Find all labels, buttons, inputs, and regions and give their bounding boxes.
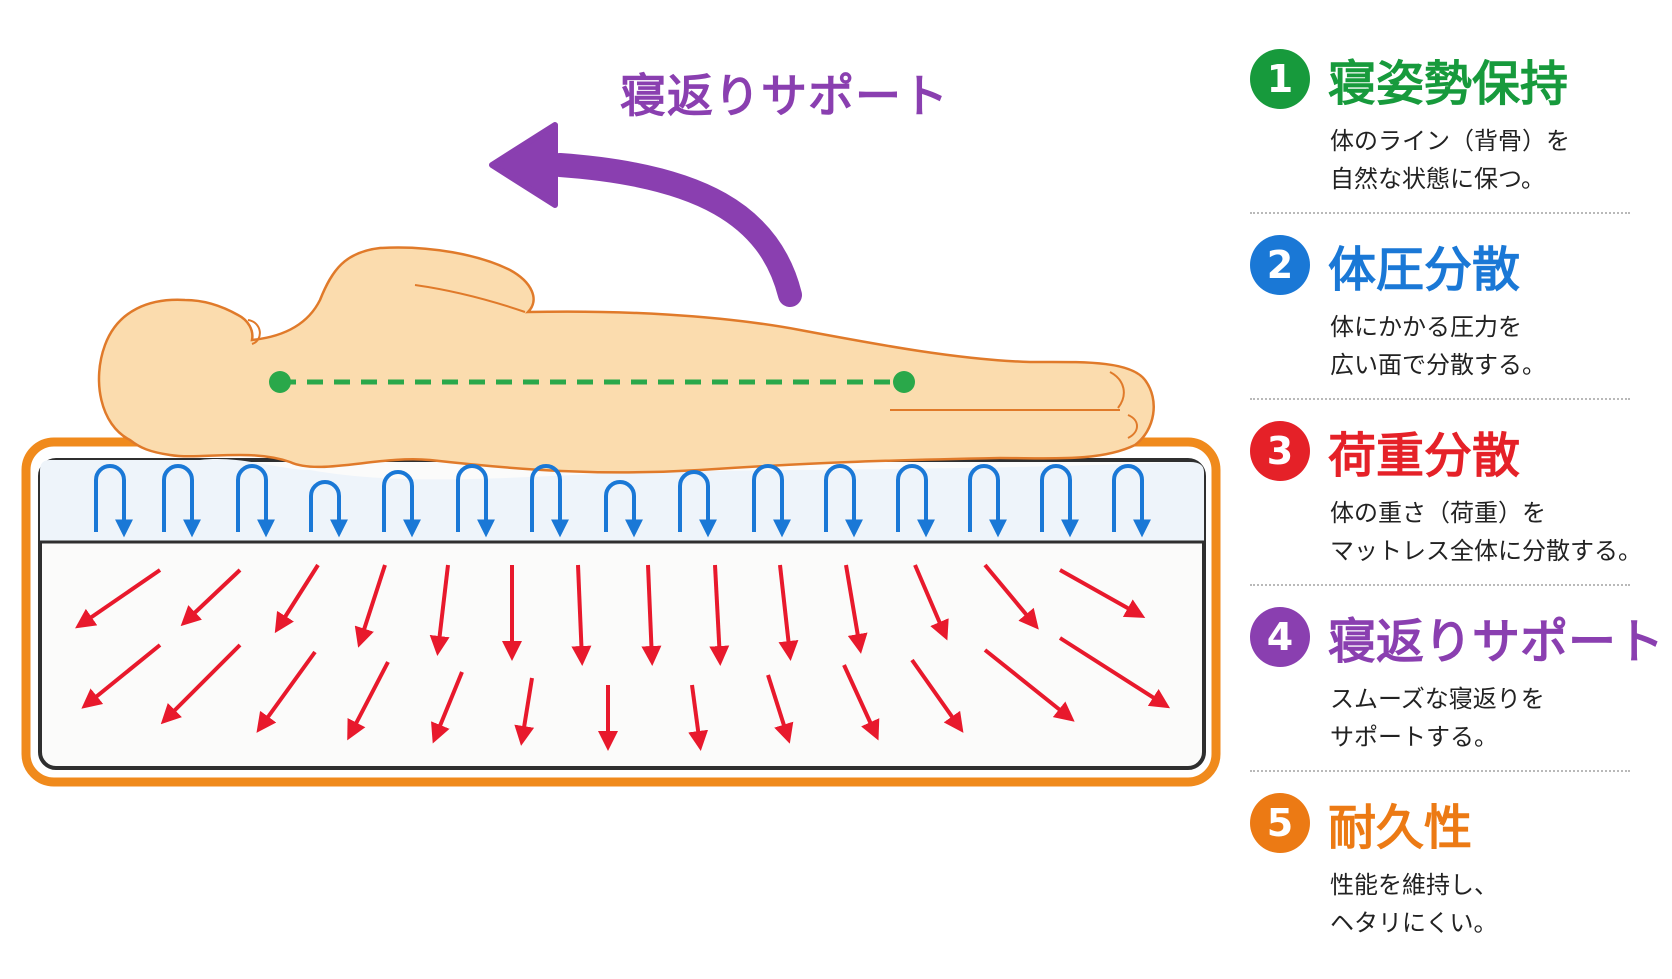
u-turn-arrow-icon bbox=[896, 464, 935, 538]
divider bbox=[1250, 212, 1630, 214]
body-silhouette bbox=[97, 246, 1155, 474]
straight-arrow-icon bbox=[641, 564, 662, 666]
number-badge-3: 3 bbox=[1250, 421, 1310, 481]
straight-arrow-icon bbox=[81, 643, 162, 709]
number-badge-4: 4 bbox=[1250, 607, 1310, 667]
feature-3: 3 荷重分散 体の重さ（荷重）を マットレス全体に分散する。 bbox=[1250, 412, 1660, 586]
reflex-arrows bbox=[94, 464, 1151, 538]
support-curved-arrow-icon bbox=[489, 122, 802, 307]
straight-arrow-icon bbox=[842, 664, 880, 741]
feature-1: 1 寝姿勢保持 体のライン（背骨）を 自然な状態に保つ。 bbox=[1250, 40, 1660, 214]
feature-4: 4 寝返りサポート スムーズな寝返りを サポートする。 bbox=[1250, 598, 1664, 772]
feature-desc-4-line1: スムーズな寝返りを bbox=[1330, 685, 1545, 713]
straight-arrow-icon bbox=[1058, 636, 1171, 709]
feature-title-4: 寝返りサポート bbox=[1328, 614, 1665, 670]
feature-title-1: 寝姿勢保持 bbox=[1328, 56, 1569, 112]
feature-desc-1-line2: 自然な状態に保つ。 bbox=[1330, 165, 1546, 193]
u-turn-arrow-icon bbox=[309, 480, 348, 538]
straight-arrow-icon bbox=[354, 564, 387, 648]
u-turn-arrow-icon bbox=[1040, 464, 1079, 538]
straight-arrow-icon bbox=[1059, 568, 1146, 618]
straight-arrow-icon bbox=[347, 661, 390, 741]
u-turn-arrow-icon bbox=[1112, 464, 1151, 538]
divider bbox=[1250, 584, 1630, 586]
feature-desc-5-line1: 性能を維持し、 bbox=[1330, 871, 1498, 899]
feature-desc-4-line2: サポートする。 bbox=[1330, 723, 1498, 751]
u-turn-arrow-icon bbox=[824, 464, 863, 538]
straight-arrow-icon bbox=[514, 677, 535, 746]
straight-arrow-icon bbox=[778, 564, 799, 661]
u-turn-arrow-icon bbox=[752, 464, 791, 538]
feature-list: 1 寝姿勢保持 体のライン（背骨）を 自然な状態に保つ。 2 体圧分散 体にかか… bbox=[1250, 40, 1664, 942]
u-turn-arrow-icon bbox=[530, 464, 569, 538]
divider bbox=[1250, 398, 1630, 400]
straight-arrow-icon bbox=[571, 564, 592, 666]
load-distribution-arrows bbox=[75, 563, 1171, 751]
straight-arrow-icon bbox=[274, 563, 320, 634]
feature-desc-3-line2: マットレス全体に分散する。 bbox=[1330, 537, 1642, 565]
feature-2: 2 体圧分散 体にかかる圧力を 広い面で分散する。 bbox=[1250, 226, 1660, 400]
feature-desc-3-line1: 体の重さ（荷重）を bbox=[1330, 499, 1546, 527]
u-turn-arrow-icon bbox=[456, 464, 495, 538]
straight-arrow-icon bbox=[983, 648, 1075, 722]
u-turn-arrow-icon bbox=[968, 464, 1007, 538]
u-turn-arrow-icon bbox=[236, 464, 275, 538]
straight-arrow-icon bbox=[844, 564, 868, 654]
divider bbox=[1250, 770, 1630, 772]
straight-arrow-icon bbox=[431, 671, 464, 744]
straight-arrow-icon bbox=[910, 658, 964, 733]
straight-arrow-icon bbox=[766, 674, 794, 744]
number-badge-2: 2 bbox=[1250, 235, 1310, 295]
straight-arrow-icon bbox=[75, 568, 162, 629]
feature-desc-2-line2: 広い面で分散する。 bbox=[1330, 351, 1546, 379]
straight-arrow-icon bbox=[709, 564, 730, 666]
feature-title-3: 荷重分散 bbox=[1328, 428, 1521, 484]
feature-desc-5-line2: ヘタリにくい。 bbox=[1330, 909, 1498, 937]
number-badge-1: 1 bbox=[1250, 49, 1310, 109]
sleeping-body bbox=[97, 246, 1155, 474]
straight-arrow-icon bbox=[913, 564, 949, 641]
feature-5: 5 耐久性 性能を維持し、 ヘタリにくい。 bbox=[1250, 784, 1660, 942]
support-label: 寝返りサポート bbox=[620, 69, 949, 123]
feature-desc-1-line1: 体のライン（背骨）を bbox=[1330, 127, 1570, 155]
straight-arrow-icon bbox=[688, 684, 709, 751]
u-turn-arrow-icon bbox=[604, 480, 643, 538]
feature-title-2: 体圧分散 bbox=[1328, 242, 1521, 298]
straight-arrow-icon bbox=[429, 564, 450, 656]
number-badge-5: 5 bbox=[1250, 793, 1310, 853]
spine-line bbox=[269, 371, 915, 393]
straight-arrow-icon bbox=[256, 650, 317, 733]
u-turn-arrow-icon bbox=[678, 470, 717, 538]
u-turn-arrow-icon bbox=[94, 464, 133, 538]
straight-arrow-icon bbox=[160, 643, 242, 725]
mattress-diagram: 寝返りサポート bbox=[21, 69, 1221, 787]
feature-desc-2-line1: 体にかかる圧力を bbox=[1330, 313, 1522, 341]
u-turn-arrow-icon bbox=[162, 464, 201, 538]
straight-arrow-icon bbox=[180, 568, 242, 627]
u-turn-arrow-icon bbox=[382, 470, 421, 538]
feature-title-5: 耐久性 bbox=[1328, 800, 1473, 856]
straight-arrow-icon bbox=[983, 563, 1039, 630]
